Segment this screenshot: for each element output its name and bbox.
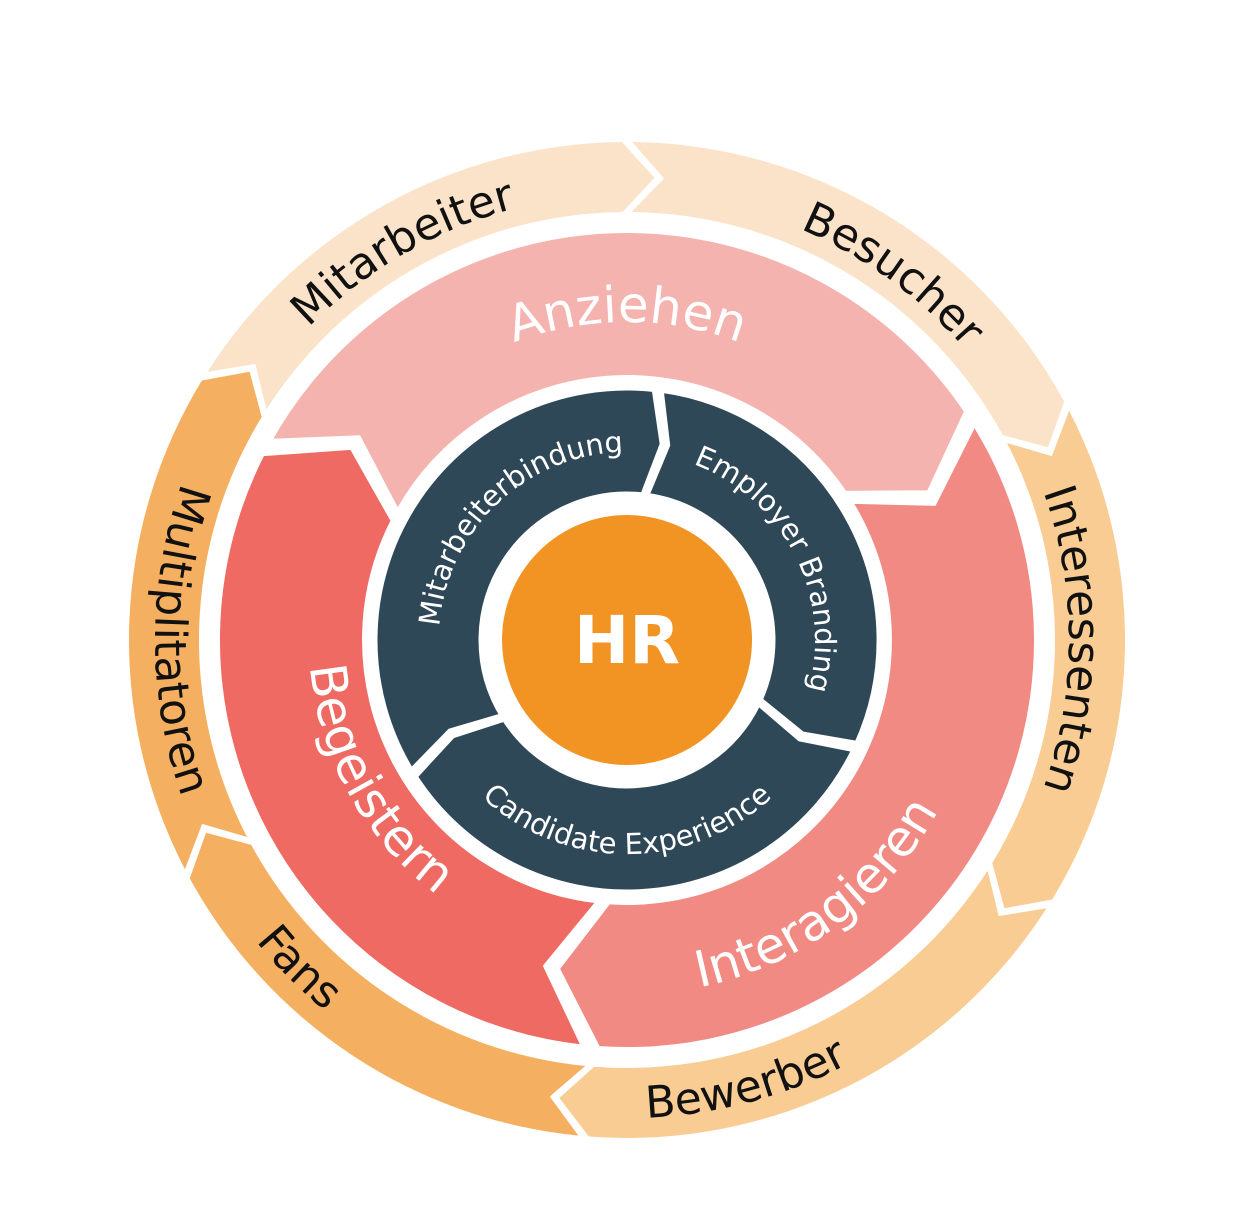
ring-separator (201, 214, 1053, 1066)
outer-segment-interessenten (992, 410, 1126, 909)
inner-ring (372, 385, 882, 895)
outer-ring (128, 142, 1126, 1138)
inner-segment-candidate-experience (412, 699, 858, 895)
outer-segment-multiplitatoren (128, 371, 262, 870)
outer-segment-bewerber (559, 870, 1047, 1138)
outer-segment-besucher (631, 142, 1065, 448)
middle-ring (214, 227, 1041, 1054)
outer-segment-fans (189, 832, 586, 1136)
hr-center-circle (488, 501, 766, 779)
hr-center-label: HR (574, 602, 680, 679)
inner-segment-employer-branding (643, 387, 882, 747)
inner-segment-mitarbeiterbindung (372, 385, 665, 775)
ring-separator (365, 378, 889, 902)
outer-segment-mitarbeiter (207, 142, 655, 410)
